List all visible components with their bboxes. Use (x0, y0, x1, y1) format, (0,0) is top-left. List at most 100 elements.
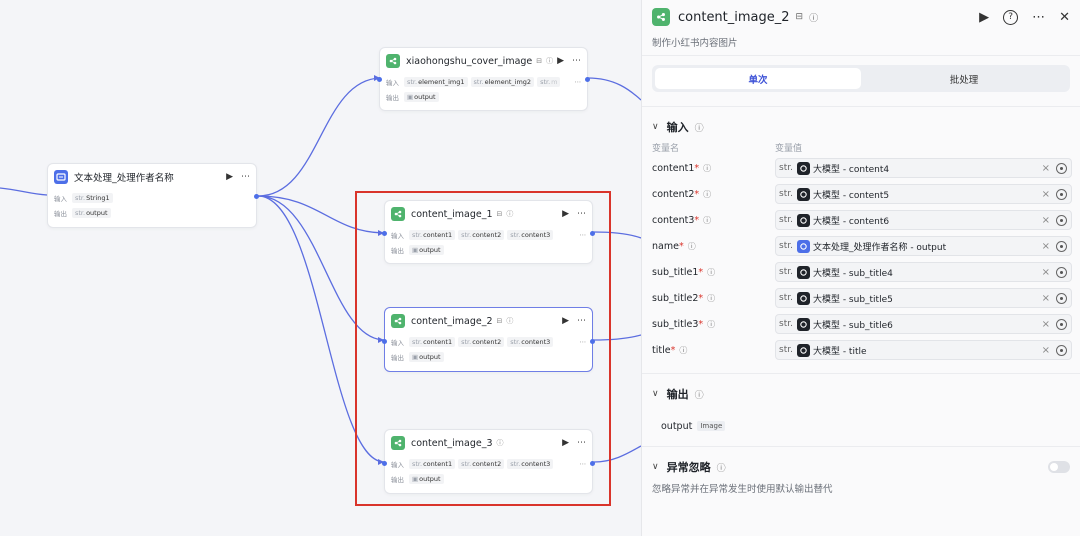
variable-name: title*ⓘ (652, 344, 688, 356)
highlight-box (355, 191, 611, 506)
reference-icon[interactable] (1056, 318, 1067, 330)
ignore-error-toggle[interactable] (1048, 461, 1070, 473)
llm-icon (796, 317, 810, 331)
input-port[interactable] (382, 231, 387, 236)
more-inputs-icon[interactable]: ⋯ (579, 337, 587, 346)
chevron-down-icon[interactable]: ∨ (652, 122, 659, 132)
variable-value-field[interactable]: str.大模型 - sub_title5× (775, 288, 1072, 308)
reference-icon[interactable] (1056, 162, 1067, 174)
info-icon: ⓘ (694, 123, 704, 134)
clear-icon[interactable]: × (1041, 292, 1050, 304)
run-icon[interactable]: ▶ (562, 316, 569, 326)
tab-single[interactable]: 单次 (655, 68, 861, 89)
plugin-icon (386, 54, 400, 68)
reference-icon[interactable] (1056, 292, 1067, 304)
type-label: str. (779, 163, 793, 173)
more-inputs-icon[interactable]: ⋯ (579, 230, 587, 239)
more-icon[interactable]: ⋯ (577, 316, 586, 326)
edge-to-ci1 (257, 195, 385, 234)
more-icon[interactable]: ⋯ (577, 438, 586, 448)
reference-icon[interactable] (1056, 266, 1067, 278)
node-xiaohongshu-cover[interactable]: xiaohongshu_cover_image ⊟ ⓘ ▶ ⋯ 输入 str.e… (377, 47, 590, 111)
input-chip: str.content1 (409, 229, 456, 240)
clear-icon[interactable]: × (1041, 344, 1050, 356)
reference-icon[interactable] (1056, 188, 1067, 200)
output-port[interactable] (585, 77, 590, 82)
info-icon: ⓘ (506, 210, 514, 218)
variable-value-field[interactable]: str.大模型 - title× (775, 340, 1072, 360)
input-port[interactable] (382, 461, 387, 466)
run-icon[interactable]: ▶ (562, 209, 569, 219)
info-icon: ⓘ (703, 215, 712, 225)
run-icon[interactable]: ▶ (979, 9, 990, 25)
clear-icon[interactable]: × (1041, 266, 1050, 278)
more-icon[interactable]: ⋯ (241, 172, 250, 182)
output-port[interactable] (590, 461, 595, 466)
output-port[interactable] (254, 194, 259, 199)
node-text-process[interactable]: 文本处理_处理作者名称 ▶ ⋯ 输入 str.String1 输出 str.ou… (47, 163, 259, 228)
node-config-panel: content_image_2 ⊟ ⓘ ▶ ? ⋯ ✕ 制作小红书内容图片 单次… (641, 0, 1080, 536)
input-label: 输入 (391, 460, 404, 469)
output-chip: ▣output (409, 473, 444, 484)
run-icon[interactable]: ▶ (562, 438, 569, 448)
reference-icon[interactable] (1056, 344, 1067, 356)
panel-title[interactable]: content_image_2 (678, 9, 790, 25)
clear-icon[interactable]: × (1041, 188, 1050, 200)
info-icon: ⓘ (679, 345, 688, 355)
output-port[interactable] (590, 339, 595, 344)
output-chip: str.output (72, 207, 111, 218)
input-chip: str.element_img1 (404, 76, 468, 87)
clear-icon[interactable]: × (1041, 240, 1050, 252)
section-title: 输出 (666, 388, 689, 401)
ignore-section-header[interactable]: ∨ 异常忽略 ⓘ (642, 457, 1080, 477)
edge-out-ci1 (593, 231, 641, 239)
reference-icon[interactable] (1056, 214, 1067, 226)
reference-icon[interactable] (1056, 240, 1067, 252)
variable-name: sub_title1*ⓘ (652, 266, 716, 278)
input-section-header[interactable]: ∨ 输入 ⓘ (642, 117, 1080, 137)
variable-value-field[interactable]: str.大模型 - sub_title6× (775, 314, 1072, 334)
node-content-image-1[interactable]: content_image_1 ⊟ ⓘ ▶ ⋯ 输入 str.content1 … (382, 200, 595, 264)
output-label: 输出 (54, 209, 67, 218)
more-inputs-icon[interactable]: ⋯ (574, 77, 582, 86)
clear-icon[interactable]: × (1041, 318, 1050, 330)
node-content-image-3[interactable]: content_image_3 ⓘ ▶ ⋯ 输入 str.content1 st… (382, 429, 595, 494)
llm-icon (796, 161, 810, 175)
close-icon[interactable]: ✕ (1059, 9, 1070, 25)
node-content-image-2[interactable]: content_image_2 ⊟ ⓘ ▶ ⋯ 输入 str.content1 … (382, 307, 595, 372)
workflow-canvas[interactable]: 文本处理_处理作者名称 ▶ ⋯ 输入 str.String1 输出 str.ou… (0, 0, 641, 536)
input-port[interactable] (377, 77, 382, 82)
chevron-down-icon[interactable]: ∨ (652, 389, 659, 399)
variable-row: title*ⓘ str.大模型 - title× (642, 337, 1080, 363)
column-headers: 变量名 变量值 (642, 141, 1080, 155)
lock-icon: ⊟ (496, 317, 503, 325)
more-icon[interactable]: ⋯ (1032, 9, 1046, 25)
more-icon[interactable]: ⋯ (572, 56, 581, 66)
type-label: str. (779, 267, 793, 277)
chevron-down-icon[interactable]: ∨ (652, 462, 659, 472)
tab-batch[interactable]: 批处理 (949, 74, 979, 86)
output-section-header[interactable]: ∨ 输出 ⓘ (642, 384, 1080, 404)
variable-name: content2*ⓘ (652, 188, 712, 200)
input-chip: str.String1 (72, 192, 113, 203)
input-port[interactable] (382, 339, 387, 344)
help-icon[interactable]: ? (1003, 9, 1019, 25)
clear-icon[interactable]: × (1041, 214, 1050, 226)
node-title: content_image_2 (411, 315, 493, 327)
input-chip: str.content2 (458, 229, 505, 240)
ignore-description: 忽略异常并在异常发生时使用默认输出替代 (652, 484, 833, 495)
variable-value-field[interactable]: str.大模型 - content4× (775, 158, 1072, 178)
run-icon[interactable]: ▶ (226, 172, 233, 182)
variable-value-field[interactable]: str.大模型 - sub_title4× (775, 262, 1072, 282)
output-port[interactable] (590, 231, 595, 236)
variable-value-field[interactable]: str.大模型 - content5× (775, 184, 1072, 204)
variable-value-field[interactable]: str.大模型 - content6× (775, 210, 1072, 230)
more-icon[interactable]: ⋯ (577, 209, 586, 219)
run-icon[interactable]: ▶ (557, 56, 564, 66)
variable-value: 大模型 - content6 (812, 216, 890, 227)
more-inputs-icon[interactable]: ⋯ (579, 459, 587, 468)
variable-value-field[interactable]: str.文本处理_处理作者名称 - output× (775, 236, 1072, 256)
clear-icon[interactable]: × (1041, 162, 1050, 174)
